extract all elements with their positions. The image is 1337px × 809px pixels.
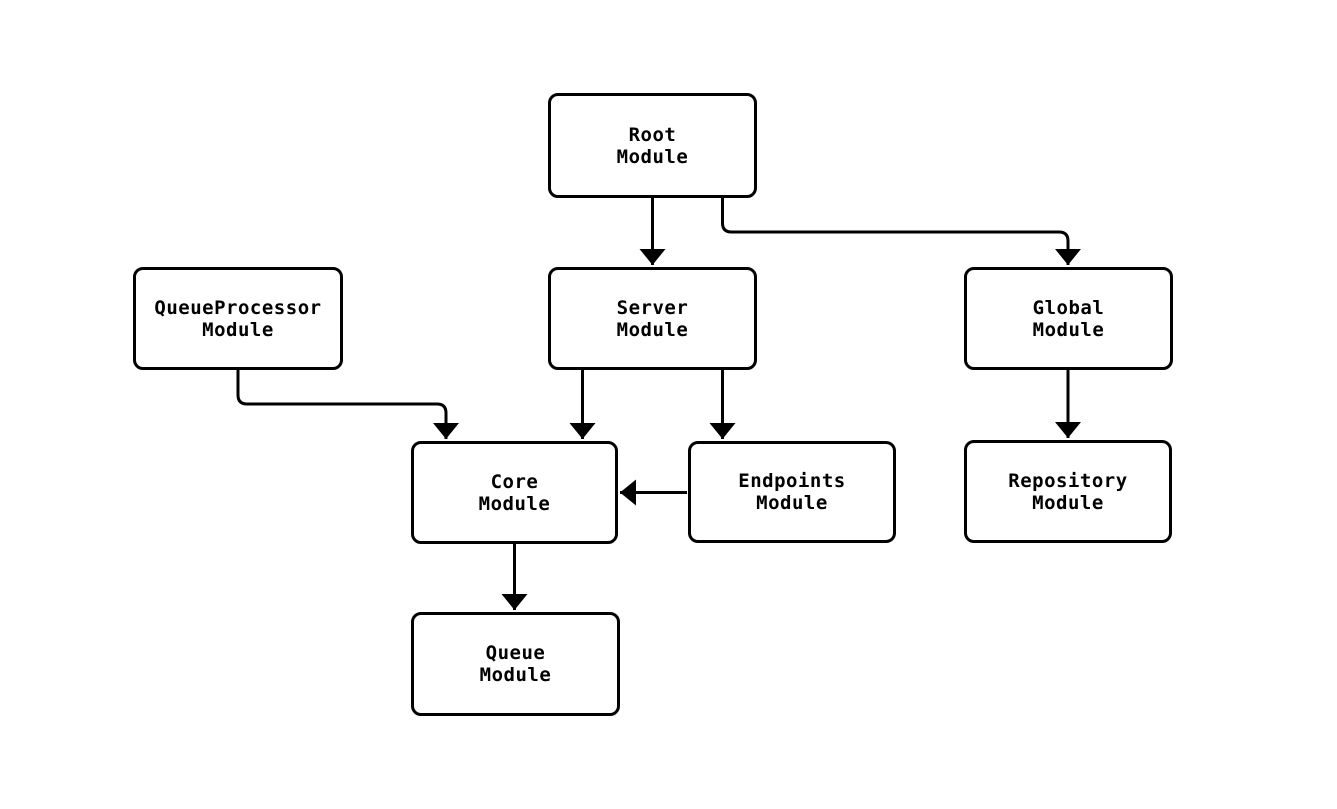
node-label: Root Module [616,123,689,168]
node-endpoints-module: Endpoints Module [688,441,896,543]
node-label: Global Module [1032,296,1105,341]
node-label: Core Module [478,470,551,515]
node-label: Repository Module [1008,469,1128,514]
node-queue-module: Queue Module [411,612,620,716]
node-repository-module: Repository Module [964,440,1172,543]
node-label: Queue Module [479,642,552,686]
node-server-module: Server Module [548,267,757,370]
node-queueprocessor-module: QueueProcessor Module [133,267,343,370]
edge-root-to-global [721,198,1081,265]
edge-group [236,198,1081,610]
node-core-module: Core Module [411,441,618,544]
edge-queueprocessor-to-core [236,370,459,439]
node-label: Server Module [616,296,689,341]
node-global-module: Global Module [964,267,1173,370]
node-label: Endpoints Module [738,470,846,514]
node-label: QueueProcessor Module [154,296,322,341]
node-root-module: Root Module [548,93,757,198]
